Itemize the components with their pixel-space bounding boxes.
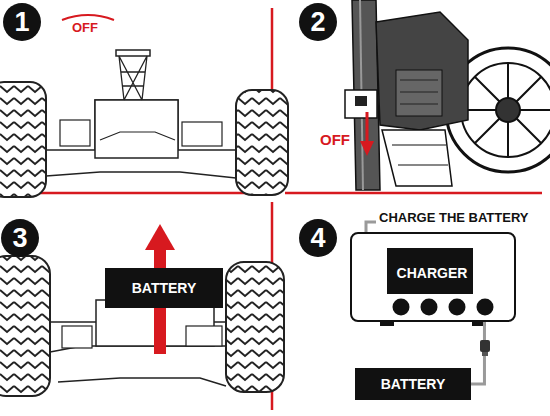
badge-circle [299,3,337,41]
step-number: 2 [310,7,325,38]
switch-arc [62,15,114,20]
wheel-rim [461,63,550,157]
suspension-part [60,120,90,146]
charger-button [477,299,494,316]
tire [0,256,50,396]
switch-label: OFF [72,20,98,35]
receiver-box [376,12,468,130]
badge-circle [3,3,41,41]
suspension-part [182,122,222,146]
suspension-arm [392,145,448,165]
wheel-spoke [461,63,550,157]
box-text: BATTERY [132,280,197,296]
step-number: 1 [14,7,29,38]
step-number: 4 [310,223,325,254]
receiver-face [396,70,442,116]
cable-plug [482,352,488,356]
suspension-part [62,326,92,348]
step-badge: 1 [2,2,42,42]
divider-line [10,192,265,195]
chassis-line [58,378,226,386]
direction-arrow [360,141,374,156]
step-caption: CHARGE THE BATTERY [379,210,529,225]
box-text: CHARGER [389,250,475,296]
chassis-line [46,172,236,178]
battery-post [119,56,147,100]
tire [236,90,288,195]
switch-housing [345,90,377,118]
suspension-part [186,326,222,346]
tire [0,82,46,197]
charger-button [393,299,410,316]
battery-box: BATTERY [355,368,471,400]
battery-tray [95,100,178,158]
receiver-face [400,80,438,104]
step-badge: 4 [298,218,338,258]
power-switch [355,96,367,106]
badge-circle [299,219,337,257]
charging-cable [471,322,484,384]
tire [226,262,284,392]
chassis-line [100,132,175,140]
charger-button [449,299,466,316]
battery-post [116,50,150,56]
step-number: 3 [12,223,27,254]
direction-arrow [366,112,369,143]
badge-circle [1,219,39,257]
suspension-arm [382,130,452,186]
lift-arrow [145,224,175,250]
switch-label: OFF [320,131,350,148]
step-badge: 3 [0,218,40,258]
charger-button [421,299,438,316]
cable-plug [480,340,490,352]
wheel-hub [496,98,520,122]
step-badge: 2 [298,2,338,42]
divider-line [285,192,542,195]
box-text: BATTERY [381,376,446,392]
charger-box: CHARGER [350,232,516,322]
battery-box: BATTERY [105,268,223,308]
